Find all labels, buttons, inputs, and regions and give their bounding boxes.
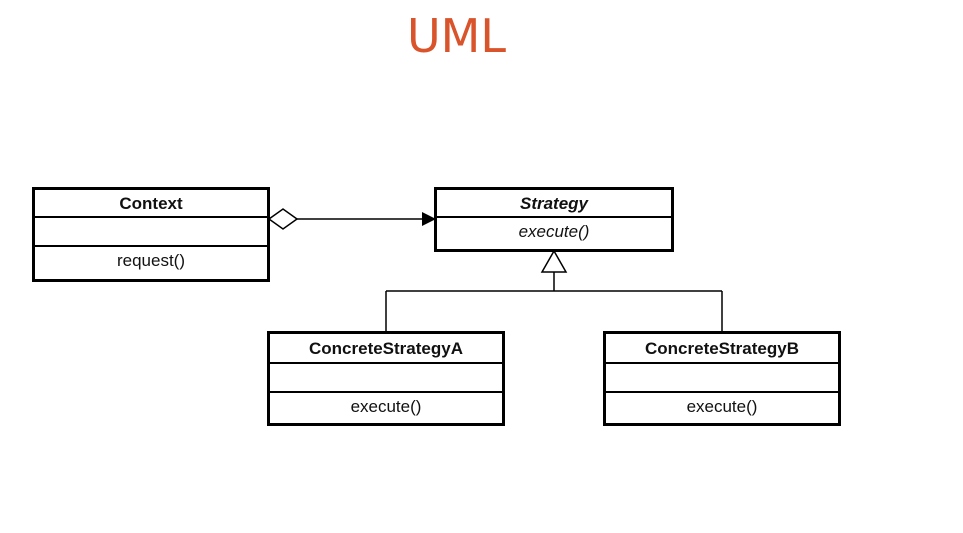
class-operation: execute() [350, 397, 422, 416]
class-concrete-strategy-a: ConcreteStrategyA execute() [267, 331, 505, 426]
generalization-triangle [540, 249, 568, 273]
class-context: Context request() [32, 187, 270, 282]
class-operation: request() [116, 251, 186, 270]
class-name: ConcreteStrategyB [606, 334, 838, 364]
class-attributes [35, 218, 267, 247]
class-operation: execute() [518, 222, 590, 241]
aggregation-diamond [267, 208, 299, 230]
class-attributes [606, 364, 838, 393]
generalization-tree [385, 249, 723, 333]
class-attributes [270, 364, 502, 393]
aggregation-association [267, 208, 436, 230]
class-name: ConcreteStrategyA [270, 334, 502, 364]
class-name: Context [35, 190, 267, 218]
slide-title: UML [407, 9, 506, 63]
class-concrete-strategy-b: ConcreteStrategyB execute() [603, 331, 841, 426]
class-operation: execute() [686, 397, 758, 416]
class-strategy: Strategy execute() [434, 187, 674, 252]
class-name: Strategy [437, 190, 671, 218]
association-arrowhead [422, 212, 436, 226]
